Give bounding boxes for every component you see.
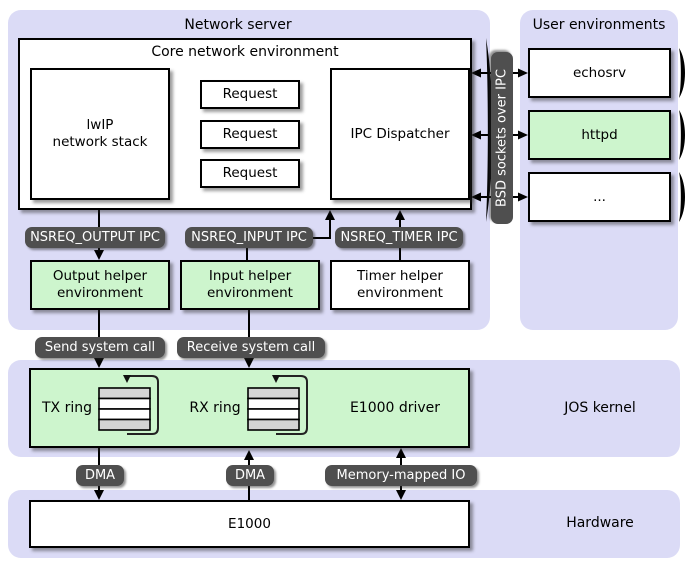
httpd-label: httpd xyxy=(581,126,618,143)
request-box-3: Request xyxy=(200,159,300,188)
lwip-line1: lwIP xyxy=(86,117,114,134)
hardware-label: Hardware xyxy=(566,515,634,531)
ipc-arrow-heads xyxy=(94,210,405,260)
core-network-environment-title: Core network environment xyxy=(151,44,339,60)
send-system-call-pill: Send system call xyxy=(35,337,165,358)
timer-helper-box: Timer helper environment xyxy=(330,260,470,310)
e1000-hardware-box: E1000 xyxy=(29,500,470,548)
request-box-2: Request xyxy=(200,120,300,149)
output-helper-line1: Output helper xyxy=(52,268,148,285)
input-helper-line1: Input helper xyxy=(208,268,292,285)
httpd-box: httpd xyxy=(528,110,671,160)
more-envs-label: ... xyxy=(593,188,606,205)
user-environments-title: User environments xyxy=(532,17,666,33)
input-helper-line2: environment xyxy=(207,285,293,301)
timer-helper-line2: environment xyxy=(357,285,443,301)
ipc-dispatcher-label: IPC Dispatcher xyxy=(350,125,450,142)
request-label-3: Request xyxy=(222,165,278,182)
output-helper-line2: environment xyxy=(57,285,143,301)
input-helper-box: Input helper environment xyxy=(180,260,320,310)
nsreq-output-ipc-pill: NSREQ_OUTPUT IPC xyxy=(25,227,165,248)
request-box-1: Request xyxy=(200,80,300,109)
memory-mapped-io-pill: Memory-mapped IO xyxy=(325,465,477,486)
more-envs-box: ... xyxy=(528,172,671,222)
jos-kernel-label: JOS kernel xyxy=(564,400,636,416)
echosrv-box: echosrv xyxy=(528,48,671,98)
dma-tx-pill: DMA xyxy=(76,465,124,486)
ipc-dispatcher-box: IPC Dispatcher xyxy=(330,68,470,200)
echosrv-label: echosrv xyxy=(572,64,627,81)
request-label-2: Request xyxy=(222,126,278,143)
brace-httpd xyxy=(679,110,685,160)
brace-echosrv xyxy=(679,48,685,98)
receive-system-call-pill: Receive system call xyxy=(177,337,325,358)
bsd-sockets-over-ipc-pill: BSD sockets over IPC xyxy=(491,52,513,224)
lwip-box: lwIP network stack xyxy=(30,68,170,200)
bsd-arrow-heads xyxy=(471,68,528,202)
e1000-driver-label: E1000 driver xyxy=(349,400,441,416)
nsreq-timer-ipc-pill: NSREQ_TIMER IPC xyxy=(335,227,463,248)
rx-ring-buffer-icon xyxy=(247,375,308,435)
network-server-title: Network server xyxy=(184,17,292,33)
tx-ring-buffer-icon xyxy=(98,375,159,435)
dma-arrow-heads xyxy=(94,448,406,500)
nsreq-input-ipc-pill: NSREQ_INPUT IPC xyxy=(185,227,313,248)
syscall-arrow-heads xyxy=(94,358,254,368)
brace-more xyxy=(679,172,685,222)
rx-ring-label: RX ring xyxy=(189,400,241,416)
dma-rx-pill: DMA xyxy=(226,465,274,486)
timer-helper-line1: Timer helper xyxy=(357,268,443,285)
tx-ring-label: TX ring xyxy=(42,400,92,416)
request-label-1: Request xyxy=(222,86,278,103)
e1000-label: E1000 xyxy=(228,515,271,532)
lwip-line2: network stack xyxy=(52,134,148,150)
output-helper-box: Output helper environment xyxy=(30,260,170,310)
